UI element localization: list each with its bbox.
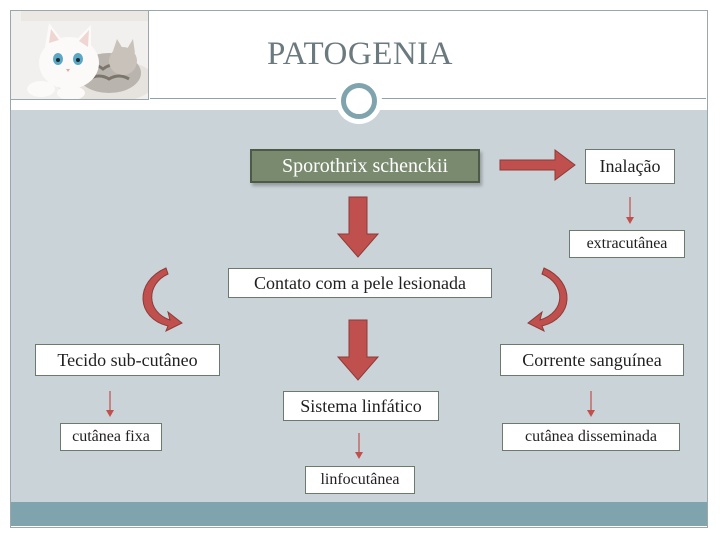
arrow-source-to-inhalation [499,149,576,181]
header-divider [150,98,706,99]
node-sporothrix: Sporothrix schenckii [250,149,480,183]
node-disseminated-cutaneous: cutânea disseminada [502,423,680,451]
node-fixed-cutaneous: cutânea fixa [60,423,162,451]
cat-kitten-photo [10,10,149,100]
slide-title: PATOGENIA [266,36,454,72]
arrow-contact-to-lymphatic [336,319,380,381]
arrow-source-to-contact [336,196,380,258]
curved-arrow-right [527,267,568,333]
node-inhalation: Inalação [585,149,675,184]
curved-arrow-left [142,267,183,333]
node-extracutaneous: extracutânea [569,230,685,258]
title-ring-icon [341,83,377,119]
node-skin-contact: Contato com a pele lesionada [228,268,492,298]
footer-bar [11,502,707,526]
node-lymphocutaneous: linfocutânea [305,466,415,494]
node-lymphatic: Sistema linfático [283,391,439,421]
node-subcutaneous: Tecido sub-cutâneo [35,344,220,376]
node-bloodstream: Corrente sanguínea [500,344,684,376]
